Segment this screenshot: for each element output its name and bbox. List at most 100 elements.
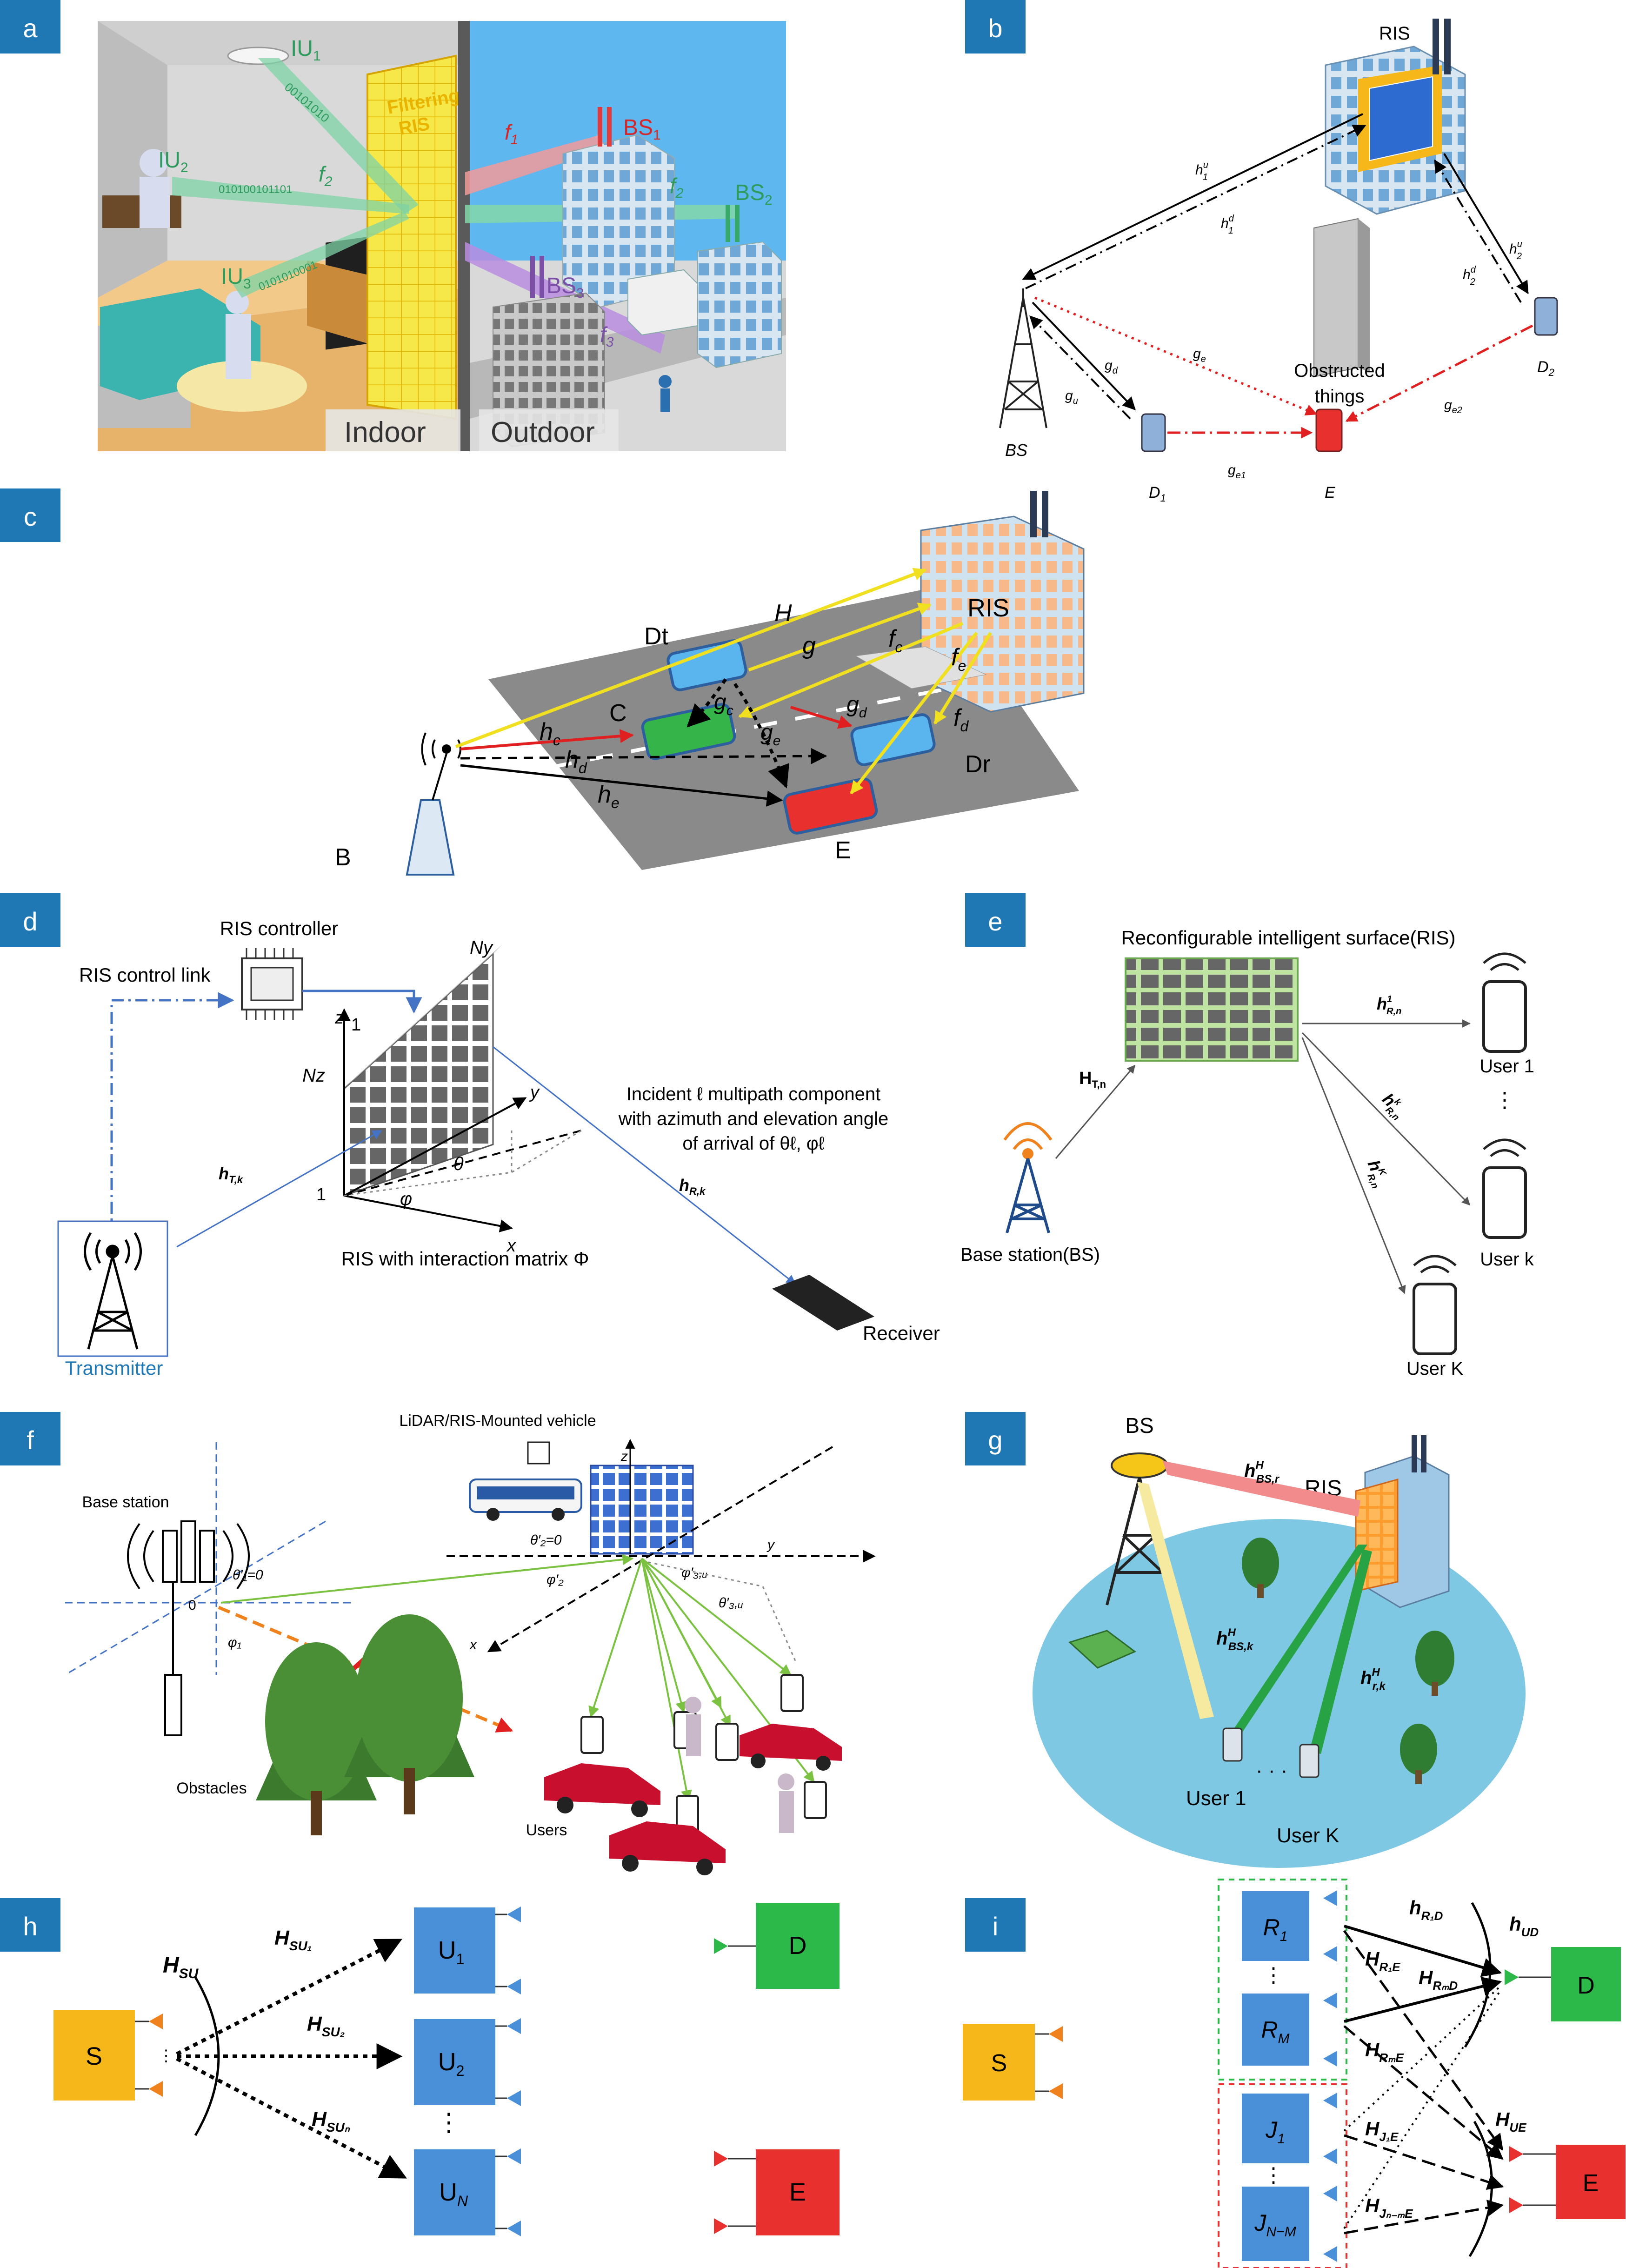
label-iu1: IU1 (291, 36, 321, 64)
b-label-ge1: ge1 (1228, 462, 1246, 481)
label-f2-outdoor: f2 (670, 174, 684, 201)
g-user1-phone-icon (1222, 1727, 1243, 1762)
panel-tag-g: g (988, 1425, 1002, 1455)
panel-tag-e: e (988, 907, 1002, 936)
b-label-ris: RIS (1379, 23, 1410, 44)
d-label-y: y (529, 1083, 540, 1102)
e-label-userK: User K (1406, 1358, 1464, 1379)
g-label-user1: User 1 (1186, 1787, 1246, 1810)
h-user-boxes (414, 1907, 521, 2236)
label-outdoor: Outdoor (491, 416, 595, 448)
panel-h: S ⋮ HSU HSU₁ HSU₂ HSUₙ U1 U2 UN ⋮ D E (53, 1903, 840, 2236)
d-label-z: z (334, 1008, 344, 1028)
f-label-theta2: θ′₂=0 (530, 1532, 562, 1548)
h-label-hsu: HSU (163, 1953, 199, 1981)
g-label-dots: · · · (1256, 1759, 1287, 1782)
panel-i: S R1 RM J1 JN−M ⋮ ⋮ D E hR₁D hUD HR₁E HR… (963, 1879, 1626, 2268)
g-beam-bs-user (1137, 1482, 1214, 1719)
h-label-u2: U2 (438, 2048, 465, 2079)
label-iu3: IU3 (221, 264, 251, 292)
g-park-icon (1068, 1630, 1136, 1669)
g-label-bs: BS (1125, 1413, 1153, 1438)
d-label-ny: Ny (470, 937, 494, 958)
i-relay-vdots: ⋮ (1263, 1964, 1284, 1987)
i-relay-group (1218, 1879, 1347, 2081)
d-receiver-phone-icon (772, 1275, 874, 1331)
i-label-e: E (1583, 2170, 1599, 2197)
f-label-phi3: φ′₃,ᵤ (681, 1565, 707, 1580)
c-label-ris: RIS (967, 594, 1009, 622)
panel-tag-d: d (23, 907, 37, 936)
panel-tag-b: b (988, 13, 1002, 43)
i-label-hr1e: HR₁E (1365, 1948, 1400, 1974)
panel-e: Reconfigurable intelligent surface(RIS) … (960, 927, 1534, 1379)
b-label-d2: D2 (1537, 358, 1554, 378)
i-node-boxes (1242, 1890, 1337, 2262)
e-label-hrK: hKR,n (1361, 1157, 1392, 1191)
h-label-hsun: HSUₙ (312, 2108, 350, 2134)
d-label-nz: Nz (302, 1065, 325, 1086)
c-label-fe: fe (951, 644, 966, 674)
c-label-e: E (835, 837, 851, 864)
b-e-phone-icon (1315, 408, 1343, 452)
i-label-hr1d: hR₁D (1409, 1897, 1443, 1923)
d-label-control-link: RIS control link (79, 964, 211, 986)
h-label-e: E (789, 2178, 806, 2206)
b-label-d1: D1 (1149, 484, 1166, 504)
label-bs2: BS2 (735, 181, 773, 208)
iu2-person-icon (140, 149, 167, 177)
d-label-transmitter: Transmitter (65, 1357, 163, 1379)
b-label-gd: gd (1105, 358, 1118, 376)
c-label-hd: hd (565, 746, 587, 776)
panel-tag-c: c (24, 502, 37, 531)
f-label-phi2: φ′₂ (546, 1572, 564, 1587)
i-label-rm: RM (1261, 2017, 1289, 2047)
h-label-u1: U1 (438, 1936, 465, 1967)
f-label-bs: Base station (82, 1493, 169, 1511)
g-userK-phone-icon (1299, 1744, 1319, 1778)
d-label-one-origin: 1 (316, 1185, 326, 1204)
f-label-y: y (766, 1537, 775, 1552)
f-label-obstacles: Obstacles (176, 1780, 247, 1797)
c-car-dt (666, 639, 747, 691)
d-label-x: x (506, 1236, 517, 1256)
b-label-obstructed-1: Obstructed (1294, 361, 1385, 381)
b-label-ge2: ge2 (1444, 397, 1462, 415)
g-beam-ris-user1 (1228, 1545, 1367, 1740)
h-label-un: UN (439, 2178, 468, 2209)
b-label-bs: BS (1005, 441, 1027, 460)
panel-d: RIS controller RIS control link Ny Nz z … (57, 917, 940, 1379)
h-eavesdropper (714, 2149, 840, 2235)
panel-tag-a: a (23, 13, 38, 43)
c-label-he: he (598, 781, 620, 811)
i-label-hud: hUD (1509, 1913, 1539, 1939)
d-label-one-z: 1 (351, 1015, 361, 1035)
i-label-hjnme: HJₙ₋ₘE (1365, 2194, 1413, 2221)
wall-divider (458, 21, 470, 451)
label-bs3: BS3 (546, 274, 584, 301)
i-label-hrmd: HRₘD (1419, 1967, 1458, 1993)
d-transmitter-tower-icon (84, 1232, 142, 1350)
h-s-vdots: ⋮ (158, 2047, 174, 2065)
panel-c: RIS H g fc fe fd Dt Dr C E B hc hd he gc… (335, 491, 1085, 876)
e-bs-tower-icon (1003, 1122, 1053, 1233)
d-label-incident-2: with azimuth and elevation angle (618, 1109, 888, 1129)
label-indoor: Indoor (344, 416, 426, 448)
e-userk-phone-icon (1482, 1138, 1527, 1239)
e-label-bs: Base station(BS) (960, 1244, 1100, 1265)
c-label-fc: fc (888, 625, 902, 656)
i-label-s: S (991, 2050, 1007, 2077)
f-label-theta3: θ′₃,ᵤ (719, 1595, 743, 1611)
pedestrian-icon (659, 375, 672, 388)
panel-f: Base station LiDAR/RIS-Mounted vehicle 0… (65, 1412, 876, 1875)
e-userK-phone-icon (1413, 1255, 1457, 1355)
f-label-theta1: θ′₁=0 (233, 1567, 263, 1583)
i-destination-box (1551, 1947, 1621, 2021)
